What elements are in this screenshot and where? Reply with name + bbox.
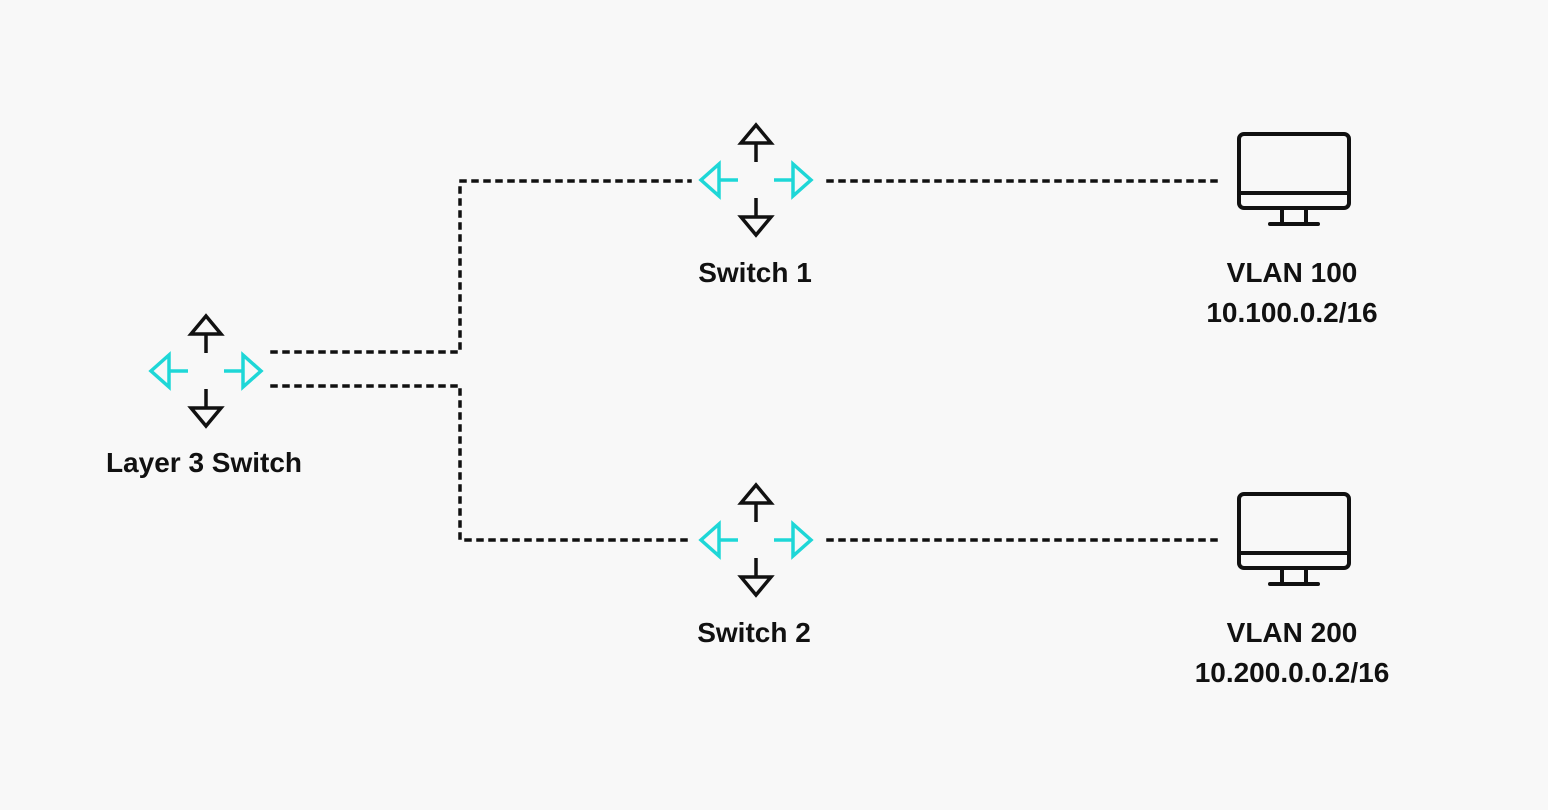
switch-icon: [699, 483, 813, 597]
node-vlan-200: VLAN 200 10.200.0.0.2/16: [1195, 492, 1390, 688]
vlan-200-ip: 10.200.0.0.2/16: [1195, 657, 1390, 688]
node-switch-1: Switch 1: [698, 123, 813, 288]
node-layer3-switch: Layer 3 Switch: [106, 314, 302, 478]
links: [270, 179, 1222, 542]
switch-icon: [149, 314, 263, 428]
link-l3-to-switch1: [270, 179, 692, 354]
switch-2-label: Switch 2: [697, 617, 811, 648]
node-vlan-100: VLAN 100 10.100.0.2/16: [1206, 132, 1378, 328]
layer3-switch-label: Layer 3 Switch: [106, 447, 302, 478]
vlan-100-label: VLAN 100: [1227, 257, 1358, 288]
node-switch-2: Switch 2: [697, 483, 813, 648]
vlan-100-ip: 10.100.0.2/16: [1206, 297, 1377, 328]
switch-icon: [699, 123, 813, 237]
monitor-icon: [1237, 492, 1351, 586]
monitor-icon: [1237, 132, 1351, 226]
vlan-200-label: VLAN 200: [1227, 617, 1358, 648]
switch-1-label: Switch 1: [698, 257, 812, 288]
link-l3-to-switch2: [270, 384, 692, 542]
